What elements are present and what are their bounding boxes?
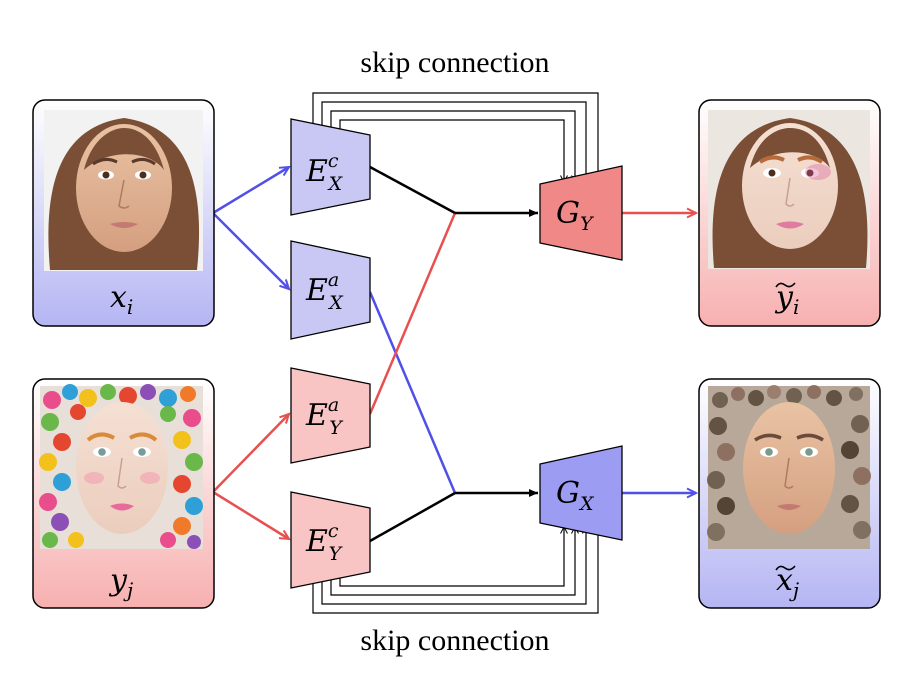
skip-connection-top-caption: skip connection — [360, 46, 549, 79]
yti-sub: i — [793, 295, 799, 319]
svg-text:EcX: EcX — [305, 150, 344, 195]
eyc-base: E — [305, 524, 328, 559]
gy-base: G — [556, 196, 580, 231]
face-photo-yti — [708, 110, 870, 269]
exc-base: E — [305, 154, 328, 189]
xtj-tilde — [775, 565, 796, 571]
xtj-sub: j — [789, 578, 799, 602]
yti-base: y — [774, 280, 794, 315]
xi-base: x — [110, 280, 127, 315]
svg-text:xj: xj — [776, 563, 799, 602]
eya-sup: a — [328, 394, 339, 416]
svg-text:xi: xi — [110, 280, 133, 319]
exc-sup: c — [328, 150, 339, 172]
eyc-sup: c — [328, 520, 339, 542]
card-yj: yj — [32, 378, 215, 609]
eya-sub: Y — [329, 417, 344, 439]
eya-base: E — [305, 398, 328, 433]
eyc-sub: Y — [329, 543, 344, 565]
exc-sub: X — [327, 173, 344, 195]
svg-text:EcY: EcY — [305, 520, 344, 565]
exa-base: E — [305, 273, 328, 308]
face-photo-yj — [39, 384, 203, 549]
card-xtj: xj — [698, 378, 881, 609]
svg-text:EaX: EaX — [305, 269, 344, 314]
input-x-arrows — [212, 167, 289, 289]
exa-sub: X — [327, 292, 344, 314]
skip-connections-bottom — [312, 527, 598, 614]
card-xi: xi — [32, 99, 215, 327]
xi-sub: i — [127, 295, 133, 319]
gy-sub: Y — [580, 213, 595, 235]
svg-text:yi: yi — [774, 280, 799, 319]
gx-base: G — [556, 476, 580, 511]
decoder-gx: GX — [539, 445, 623, 541]
svg-text:GX: GX — [556, 476, 595, 515]
cross-connections — [368, 165, 538, 543]
input-y-arrows — [212, 414, 289, 539]
yj-sub: j — [123, 578, 133, 602]
card-yti: yi — [698, 99, 881, 327]
face-photo-xtj — [707, 385, 871, 549]
xtj-base: x — [776, 563, 793, 598]
gx-sub: X — [578, 493, 595, 515]
exa-sup: a — [328, 269, 339, 291]
yj-base: y — [108, 563, 128, 598]
svg-text:GY: GY — [556, 196, 595, 235]
skip-connections-top — [312, 92, 598, 182]
face-photo-xi — [44, 110, 203, 271]
svg-text:EaY: EaY — [305, 394, 344, 439]
skip-connection-bottom-caption: skip connection — [360, 624, 549, 657]
decoder-gy: GY — [539, 165, 623, 261]
yti-tilde — [775, 282, 796, 288]
svg-text:yj: yj — [108, 563, 133, 602]
